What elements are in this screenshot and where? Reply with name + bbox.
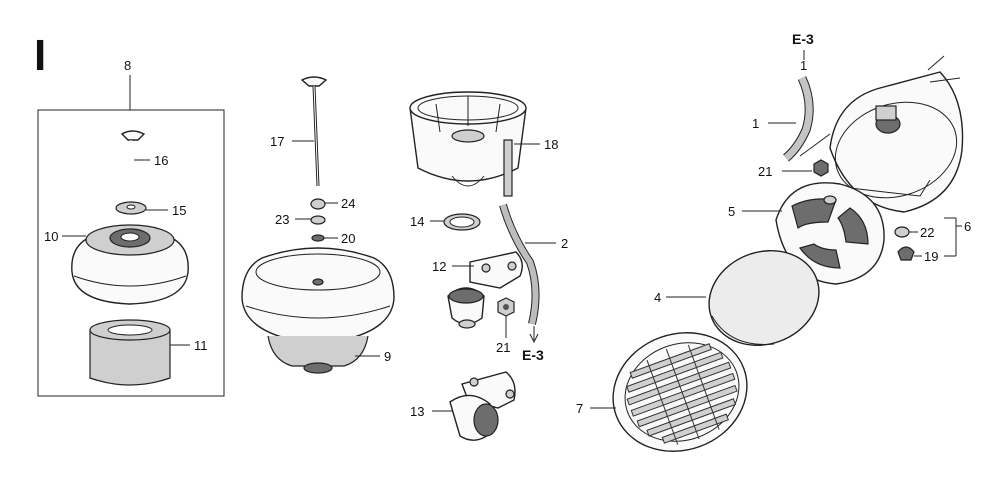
callout-10: 10 bbox=[44, 229, 58, 244]
callout-23: 23 bbox=[275, 212, 289, 227]
callout-9: 9 bbox=[384, 349, 391, 364]
part-20-grommet bbox=[311, 234, 325, 242]
callout-22: 22 bbox=[920, 225, 934, 240]
callout-11: 11 bbox=[194, 338, 208, 353]
callout-7: 7 bbox=[576, 401, 583, 416]
part-1-tube bbox=[783, 76, 814, 162]
callout-15: 15 bbox=[172, 203, 186, 218]
callout-13: 13 bbox=[410, 404, 424, 419]
part-4-filter-element bbox=[708, 250, 820, 346]
part-11-foam-element bbox=[89, 319, 171, 386]
part-19-wing-nut bbox=[897, 246, 915, 261]
callout-12: 12 bbox=[432, 259, 446, 274]
assembly-8-box bbox=[37, 109, 225, 397]
callout-21-right: 21 bbox=[758, 164, 772, 179]
callout-1-side: 1 bbox=[752, 116, 759, 131]
ref-top-e3: E-3 bbox=[792, 31, 814, 47]
part-18-case bbox=[409, 91, 527, 197]
part-14-gasket bbox=[443, 213, 481, 231]
part-16-wing-bolt bbox=[120, 130, 146, 196]
callout-6: 6 bbox=[964, 219, 971, 234]
part-21-nut-right bbox=[813, 159, 829, 177]
part-10-cover bbox=[71, 224, 189, 305]
callout-14: 14 bbox=[410, 214, 424, 229]
part-24-nut bbox=[310, 198, 326, 210]
part-23-washer bbox=[310, 215, 326, 225]
callout-8: 8 bbox=[124, 58, 131, 73]
part-7-grille-cover bbox=[612, 332, 748, 452]
section-letter: I bbox=[34, 31, 46, 80]
ref-bottom-e3: E-3 bbox=[522, 347, 544, 363]
callout-4: 4 bbox=[654, 290, 661, 305]
callout-19: 19 bbox=[924, 249, 938, 264]
callout-5: 5 bbox=[728, 204, 735, 219]
part-9-air-cleaner-case bbox=[241, 247, 395, 374]
callout-16: 16 bbox=[154, 153, 168, 168]
callout-20: 20 bbox=[341, 231, 355, 246]
part-2-breather-tube bbox=[499, 203, 540, 325]
callout-24: 24 bbox=[341, 196, 355, 211]
part-5-plate bbox=[775, 182, 885, 285]
part-17-long-bolt bbox=[300, 76, 328, 187]
part-22-nut bbox=[894, 226, 910, 238]
callout-1-top: 1 bbox=[800, 58, 807, 73]
callout-17: 17 bbox=[270, 134, 284, 149]
callout-21-center: 21 bbox=[496, 340, 510, 355]
callout-2: 2 bbox=[561, 236, 568, 251]
bracket-6 bbox=[944, 217, 962, 257]
part-15-washer bbox=[115, 201, 147, 215]
part-13-joint bbox=[449, 371, 516, 441]
part-21-nut-center bbox=[497, 297, 515, 317]
part-12-elbow bbox=[447, 251, 523, 329]
callout-18: 18 bbox=[544, 137, 558, 152]
